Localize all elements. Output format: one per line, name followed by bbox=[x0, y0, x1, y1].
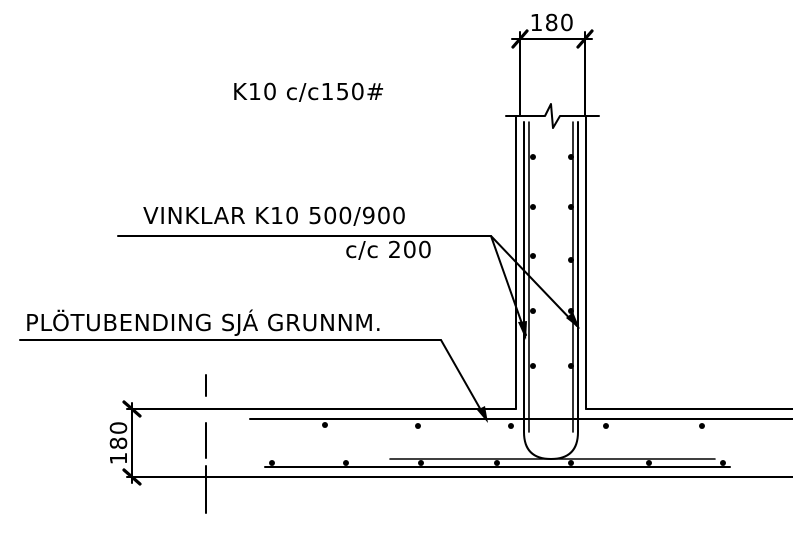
wall-outline bbox=[505, 103, 600, 410]
top-dimension: 180 bbox=[511, 11, 594, 116]
top-dimension-label: 180 bbox=[529, 11, 574, 37]
wall-bar-dots bbox=[530, 154, 574, 369]
slab-outline bbox=[126, 408, 793, 478]
slab-dimension: 180 bbox=[107, 400, 142, 486]
plate-leader: PLÖTUBENDING SJÁ GRUNNM. bbox=[19, 309, 488, 423]
stirrups-note-line2: c/c 200 bbox=[345, 238, 433, 264]
slab-bars bbox=[249, 418, 793, 468]
wall-bars bbox=[523, 121, 579, 460]
stirrups-leader: VINKLAR K10 500/900 c/c 200 bbox=[117, 204, 580, 340]
plate-note: PLÖTUBENDING SJÁ GRUNNM. bbox=[25, 309, 382, 337]
slab-dimension-label: 180 bbox=[107, 420, 133, 465]
slab-bar-dots bbox=[269, 422, 726, 466]
mesh-note: K10 c/c150# bbox=[232, 80, 385, 106]
stirrups-note-line1: VINKLAR K10 500/900 bbox=[143, 204, 407, 230]
